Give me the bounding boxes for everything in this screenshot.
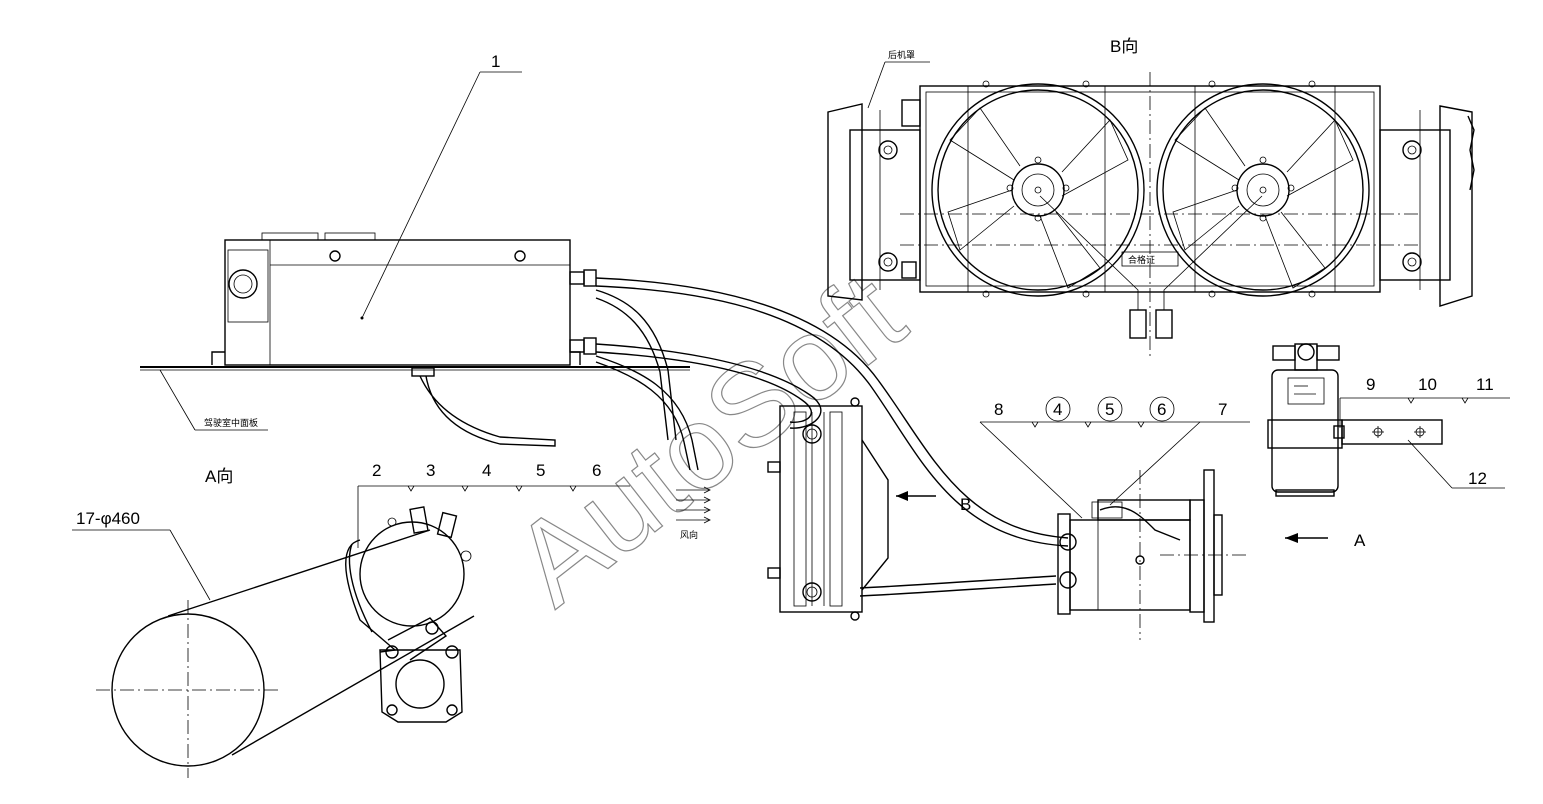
condenser	[767, 397, 936, 621]
part-12-label: 12	[1468, 469, 1487, 488]
fan-nameplate-label: 合格证	[1128, 254, 1155, 266]
wind-direction-arrows: 风向	[676, 486, 711, 541]
compressor-callouts: 8 4 5 6 7	[979, 396, 1250, 519]
part-7-label: 7	[1218, 400, 1227, 419]
b-view-dual-fan-assembly: B向 后机罩	[827, 37, 1475, 360]
circled-4-label: 4	[1053, 400, 1062, 419]
part-4-label: 4	[482, 461, 491, 480]
part-10-label: 10	[1418, 375, 1437, 394]
refrigerant-hoses	[595, 277, 1181, 597]
cab-center-panel: 驾驶室中面板	[140, 366, 690, 431]
pulley-spec-label: 17-φ460	[76, 509, 140, 528]
part-8-label: 8	[994, 400, 1003, 419]
wind-direction-label: 风向	[680, 529, 698, 541]
rear-hood-label: 后机罩	[888, 49, 915, 61]
view-a-label: A向	[205, 467, 233, 486]
left-fan	[931, 83, 1145, 297]
circled-5-label: 5	[1105, 400, 1114, 419]
compressor	[1057, 469, 1328, 640]
part-11-label: 11	[1476, 375, 1494, 394]
part-1-label: 1	[491, 52, 500, 71]
receiver-drier	[1267, 343, 1443, 497]
part-6-label: 6	[592, 461, 601, 480]
view-b-label: B向	[1110, 37, 1138, 56]
part-5-label: 5	[536, 461, 545, 480]
view-a-arrow-label: A	[1354, 531, 1366, 550]
a-view-compressor-drive: A向 2 3 4 5 6	[96, 461, 630, 778]
receiver-drier-callouts: 9 10 11 12	[1339, 375, 1510, 489]
part-2-label: 2	[372, 461, 381, 480]
right-fan	[1156, 83, 1370, 297]
evaporator-unit	[211, 232, 597, 447]
circled-6-label: 6	[1157, 400, 1166, 419]
part-9-label: 9	[1366, 375, 1375, 394]
part-3-label: 3	[426, 461, 435, 480]
view-b-arrow-label: B	[960, 495, 971, 514]
cab-panel-label: 驾驶室中面板	[204, 417, 258, 429]
